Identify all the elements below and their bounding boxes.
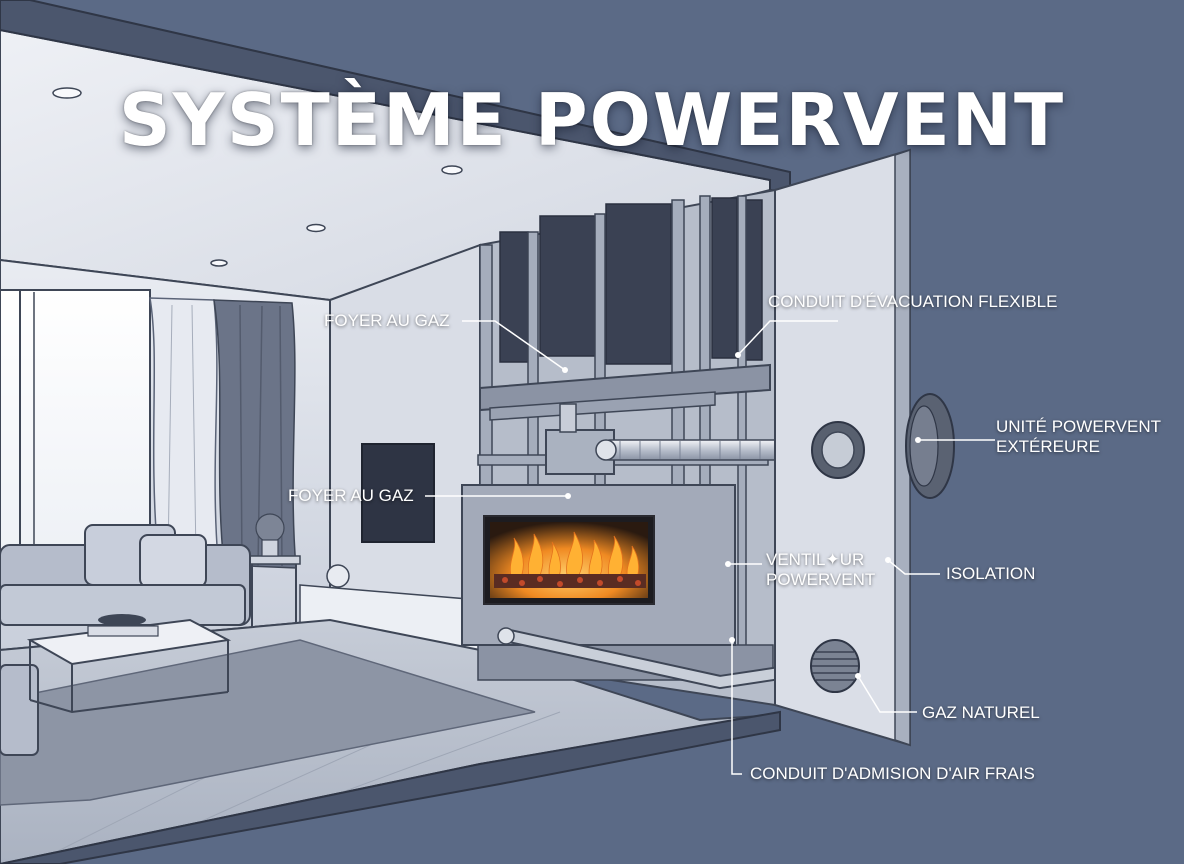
label-vent-line2: POWERVENT: [766, 570, 875, 590]
label-conduit-admission: CONDUIT D'ADMISION D'AIR FRAIS: [750, 764, 1035, 784]
label-foyer-top: FOYER AU GAZ: [324, 311, 450, 331]
diagram-title: SYSTÈME POWERVENT: [0, 78, 1184, 162]
label-ventilateur: VENTIL✦UR POWERVENT: [766, 550, 875, 590]
label-gaz-naturel: GAZ NATUREL: [922, 703, 1040, 723]
label-conduit-evacuation: CONDUIT D'ÉVACUATION FLEXIBLE: [768, 292, 1057, 312]
label-unite-line2: EXTÉREURE: [996, 437, 1161, 457]
label-unite-powervent: UNITÉ POWERVENT EXTÉREURE: [996, 417, 1161, 457]
label-foyer-mid: FOYER AU GAZ: [288, 486, 414, 506]
label-unite-line1: UNITÉ POWERVENT: [996, 417, 1161, 437]
label-vent-line1: VENTIL✦UR: [766, 550, 875, 570]
label-isolation: ISOLATION: [946, 564, 1035, 584]
